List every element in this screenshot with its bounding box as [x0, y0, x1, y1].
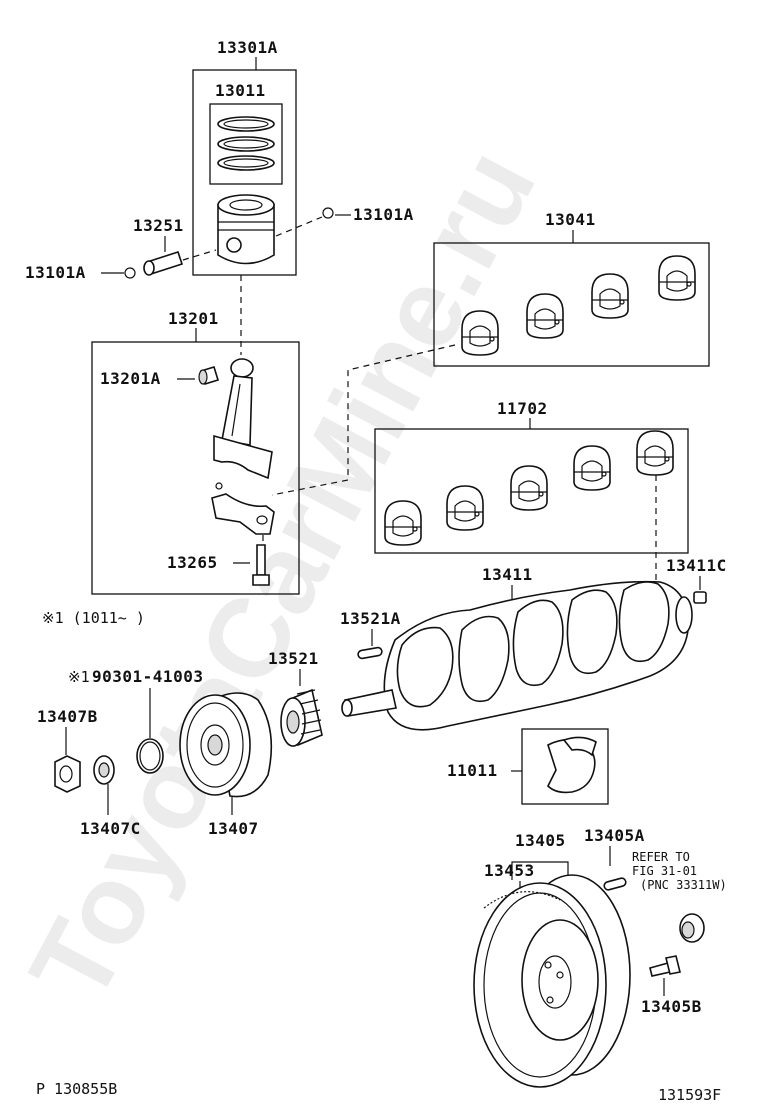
bearing-shells — [384, 255, 696, 546]
washer-icon — [93, 755, 115, 785]
label-13011[interactable]: 13011 — [215, 81, 266, 100]
crankshaft-group: 13411 13411C — [341, 556, 727, 731]
piston-assembly-group: 13301A 13011 — [192, 38, 297, 276]
bearing-shell-icon — [658, 255, 696, 301]
rod-bolt-icon — [252, 535, 270, 586]
rod-bearing-group: 13041 — [433, 210, 710, 367]
rod-bushing-icon — [198, 366, 219, 385]
footer-right-code: 131593F — [658, 1086, 721, 1104]
bearing-shell-icon — [510, 465, 548, 511]
label-13101A-right[interactable]: 13101A — [353, 205, 414, 224]
bearing-shell-icon — [461, 310, 499, 356]
rod-cap-icon — [211, 493, 275, 535]
label-13265[interactable]: 13265 — [167, 553, 218, 572]
main-bearing-box — [374, 428, 689, 554]
piston-icon — [217, 194, 275, 265]
label-90301-41003[interactable]: 90301-41003 — [92, 667, 203, 686]
footer-left-code: P 130855B — [36, 1080, 117, 1098]
piston-assembly-box — [192, 69, 297, 276]
pilot-bearing-icon — [693, 591, 707, 604]
label-13041[interactable]: 13041 — [545, 210, 596, 229]
bearing-icon — [679, 913, 705, 943]
label-13411[interactable]: 13411 — [482, 565, 533, 584]
timing-gear-icon — [280, 688, 323, 747]
connecting-rod-group: 13201 13201A 13265 — [91, 309, 300, 595]
label-13453[interactable]: 13453 — [484, 861, 535, 880]
label-11011[interactable]: 11011 — [447, 761, 498, 780]
label-13101A-left[interactable]: 13101A — [25, 263, 86, 282]
label-13407[interactable]: 13407 — [208, 819, 259, 838]
bearing-shell-icon — [446, 485, 484, 531]
dowel-pin-icon — [603, 877, 627, 891]
flywheel-bolt-icon — [649, 955, 681, 977]
pulley-nut-icon — [54, 755, 81, 793]
bearing-shell-icon — [636, 430, 674, 476]
crankshaft-icon — [341, 580, 693, 731]
refer-line-1: REFER TO — [632, 850, 690, 864]
piston-pin-icon — [143, 250, 184, 276]
label-13301A[interactable]: 13301A — [217, 38, 278, 57]
marker-note: ※1 — [68, 668, 90, 686]
label-13405A[interactable]: 13405A — [584, 826, 645, 845]
watermark: ToyotaCarMine.ru — [6, 129, 559, 1021]
main-bearing-group: 11702 — [374, 399, 689, 554]
label-13251[interactable]: 13251 — [133, 216, 184, 235]
label-11702[interactable]: 11702 — [497, 399, 548, 418]
bearing-shell-icon — [384, 500, 422, 546]
rod-bearing-box — [433, 242, 710, 367]
flywheel-icon — [473, 874, 631, 1088]
label-13201[interactable]: 13201 — [168, 309, 219, 328]
snap-ring-right-icon — [322, 207, 334, 219]
label-13407C[interactable]: 13407C — [80, 819, 141, 838]
woodruff-key-icon — [357, 646, 383, 660]
thrust-washer-box — [521, 728, 609, 805]
label-13521[interactable]: 13521 — [268, 649, 319, 668]
label-13201A[interactable]: 13201A — [100, 369, 161, 388]
label-13411C[interactable]: 13411C — [666, 556, 727, 575]
connecting-rod-icon — [213, 358, 273, 480]
refer-line-2: FIG 31-01 — [632, 864, 697, 878]
label-13521A[interactable]: 13521A — [340, 609, 401, 628]
crank-pulley-icon — [179, 692, 273, 798]
ring-set-box — [209, 103, 283, 185]
thrust-washer-icon — [547, 736, 597, 794]
connecting-rod-box — [91, 341, 300, 595]
refer-line-3: (PNC 33311W) — [640, 878, 727, 892]
snap-ring-left-icon — [124, 267, 136, 279]
label-13405[interactable]: 13405 — [515, 831, 566, 850]
bearing-shell-icon — [526, 293, 564, 339]
piston-rings-icon — [217, 116, 275, 171]
bearing-shell-icon — [591, 273, 629, 319]
label-13405B[interactable]: 13405B — [641, 997, 702, 1016]
applicability-note: ※1 (1011~ ) — [42, 609, 145, 627]
o-ring-icon — [136, 738, 164, 774]
label-13407B[interactable]: 13407B — [37, 707, 98, 726]
bearing-shell-icon — [573, 445, 611, 491]
